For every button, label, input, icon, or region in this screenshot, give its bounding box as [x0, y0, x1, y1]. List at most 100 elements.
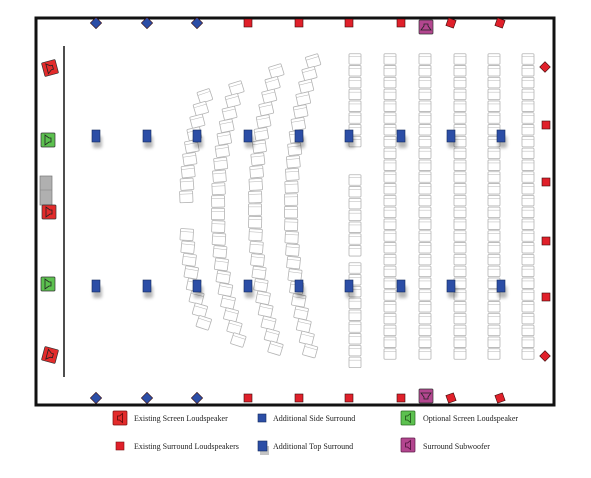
seat — [453, 265, 467, 278]
surround-speaker — [445, 17, 457, 29]
seat — [383, 183, 397, 195]
subwoofer-icon — [405, 439, 411, 451]
seat — [383, 147, 397, 160]
top-surround-speaker — [344, 279, 354, 293]
seat — [284, 218, 299, 232]
seat — [290, 116, 306, 132]
seat — [453, 218, 467, 230]
seat — [418, 206, 432, 219]
seat — [215, 270, 231, 284]
seat — [302, 343, 319, 359]
seat — [258, 101, 275, 117]
seat — [348, 197, 362, 210]
seat — [250, 152, 266, 166]
legend: Existing Screen Loudspeaker Additional S… — [112, 410, 518, 455]
seat — [383, 112, 397, 124]
top-surround-speaker — [294, 129, 304, 143]
side-surround-speaker — [140, 391, 154, 405]
seat — [251, 139, 267, 154]
seat — [348, 356, 362, 369]
seat — [285, 167, 300, 181]
seat — [453, 336, 467, 348]
room-layer — [34, 16, 556, 407]
seat — [453, 147, 467, 160]
seat — [214, 144, 230, 158]
top-surround-speaker — [192, 129, 202, 143]
seat — [487, 183, 501, 195]
seat — [418, 124, 432, 136]
seat — [298, 330, 315, 346]
side-surround-speaker — [190, 16, 204, 30]
seat — [284, 193, 299, 206]
seat — [487, 230, 501, 242]
screen-speaker — [41, 204, 57, 220]
seat — [487, 76, 501, 89]
seat — [248, 177, 263, 191]
seat — [383, 265, 397, 278]
seat — [521, 230, 535, 242]
seat — [521, 159, 535, 171]
legend-label: Surround Subwoofer — [423, 442, 490, 451]
seat — [221, 105, 238, 121]
seat — [348, 221, 362, 233]
seat — [212, 169, 227, 183]
seat — [383, 312, 397, 325]
seat — [298, 78, 315, 94]
top-surround-speaker — [446, 279, 456, 293]
surround-speaker — [539, 61, 551, 73]
seat — [383, 336, 397, 348]
seat — [521, 135, 535, 148]
legend-item-existing-surround: Existing Surround Loudspeakers — [115, 441, 239, 451]
seat — [249, 165, 264, 179]
seat — [521, 218, 535, 230]
legend-item-existing-screen: Existing Screen Loudspeaker — [112, 410, 228, 426]
seat — [453, 171, 467, 183]
seat — [182, 152, 198, 166]
seat — [418, 65, 432, 77]
seat — [383, 53, 397, 65]
seat — [418, 218, 432, 230]
seat — [348, 53, 362, 65]
seat — [521, 277, 535, 289]
seat — [287, 268, 303, 282]
seat — [487, 253, 501, 266]
surround-speaker — [396, 18, 406, 28]
seat — [418, 348, 432, 360]
seating-layer — [179, 53, 535, 369]
surround-speaker — [396, 393, 406, 403]
surround-speaker — [541, 292, 551, 302]
seat — [383, 124, 397, 136]
seat — [211, 232, 227, 246]
seat — [267, 340, 284, 356]
seat — [383, 206, 397, 219]
seat — [217, 282, 234, 297]
seat — [487, 336, 501, 348]
legend-label: Existing Surround Loudspeakers — [134, 442, 239, 451]
seat — [213, 257, 229, 272]
seat — [383, 171, 397, 183]
seat — [285, 243, 300, 257]
seat — [521, 265, 535, 278]
seat — [487, 289, 501, 301]
seat — [487, 171, 501, 183]
seat — [383, 194, 397, 207]
seat — [251, 265, 267, 280]
seat — [211, 195, 226, 208]
seat — [521, 112, 535, 124]
seat — [453, 112, 467, 124]
seat — [487, 242, 501, 254]
seat — [521, 312, 535, 325]
seat — [383, 88, 397, 101]
legend-label: Additional Top Surround — [273, 442, 353, 451]
seat — [181, 252, 197, 267]
seat — [301, 66, 318, 82]
room-wall — [34, 16, 556, 407]
seat — [348, 88, 362, 101]
seat — [521, 206, 535, 219]
seat — [487, 218, 501, 230]
seat — [305, 53, 322, 69]
seat — [418, 183, 432, 195]
seat — [418, 147, 432, 160]
top-surround-speaker — [396, 129, 406, 143]
